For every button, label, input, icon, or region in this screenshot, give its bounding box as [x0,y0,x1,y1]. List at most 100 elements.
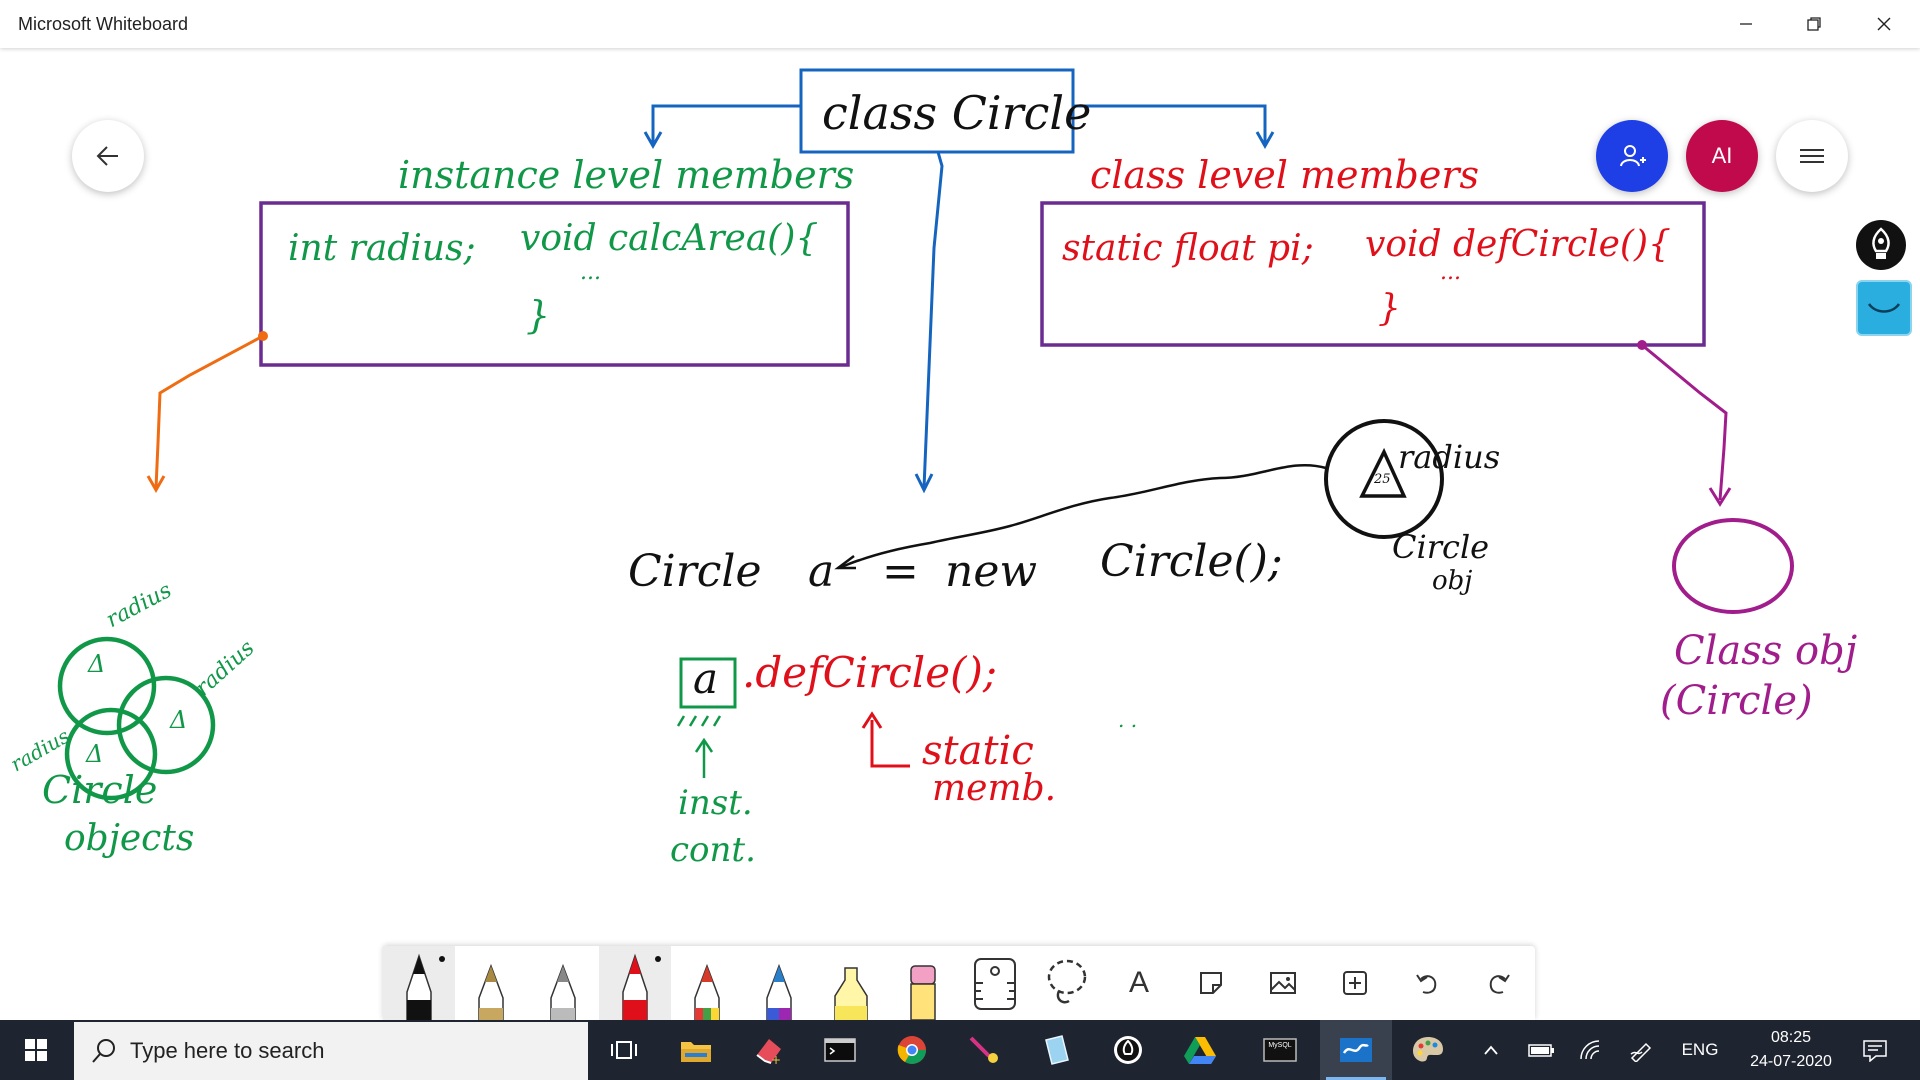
taskbar-search[interactable]: Type here to search [74,1022,588,1080]
plus-icon [1343,971,1367,995]
class-title-box [799,68,1075,154]
eraser-app-icon: + [756,1039,781,1065]
restore-icon [1807,17,1821,31]
notes-app[interactable] [1020,1020,1092,1080]
task-view-icon [611,1041,637,1059]
inst-note-2: cont. [670,830,756,870]
silver-pen-icon [550,963,576,1020]
notepad-icon [1045,1035,1069,1065]
galaxy-pen-tool[interactable] [743,946,815,1020]
paint-app[interactable] [1392,1020,1464,1080]
call-var: a [693,654,719,703]
task-view-button[interactable] [588,1020,660,1080]
class-title-text: class Circle [822,86,1092,140]
minimize-icon [1740,23,1752,25]
class-dots: ... [1440,260,1461,285]
wifi-icon [1580,1040,1600,1060]
whiteboard-app[interactable] [1320,1020,1392,1080]
black-pen-icon [406,953,432,1020]
highlighter-tool[interactable] [815,946,887,1020]
class-heading: class level members [1090,153,1480,197]
back-button[interactable] [72,120,144,192]
ink-beautify-badge[interactable] [1856,280,1912,336]
inking-toolbar: A [383,946,1535,1020]
clock-time: 08:25 [1770,1029,1812,1046]
red-pen-tool[interactable] [599,946,671,1020]
stray-dots: . . [1118,708,1138,732]
lasso-tool[interactable] [1031,946,1103,1020]
close-icon [1877,17,1891,31]
hamburger-menu-icon [1800,149,1824,163]
language-indicator[interactable]: ENG [1681,1040,1719,1059]
whiteboard-canvas[interactable]: class Circle instance level members int … [0,48,1920,1020]
class-obj-2: (Circle) [1660,678,1813,724]
mysql-app[interactable]: MySQL [1244,1020,1316,1080]
pen-app[interactable] [948,1020,1020,1080]
terminal-icon [824,1038,856,1062]
sticky-note-icon [1200,972,1222,994]
inst-note-1: inst. [678,783,753,823]
pen-sparkle-icon [969,1036,998,1063]
search-icon [92,1039,115,1063]
image-tool[interactable] [1247,946,1319,1020]
start-button[interactable] [0,1020,72,1080]
undo-button[interactable] [1391,946,1463,1020]
action-center[interactable] [1850,1020,1900,1080]
sticky-note-tool[interactable] [1175,946,1247,1020]
ink-strokes [57,68,1794,801]
account-avatar[interactable]: AI [1686,120,1758,192]
file-explorer-app[interactable] [660,1020,732,1080]
gold-pen-icon [478,963,504,1020]
battery-status[interactable] [1524,1020,1558,1080]
pen-tip-app[interactable] [1092,1020,1164,1080]
circle-objects-2: objects [64,818,195,859]
pen-tip-badge[interactable] [1856,220,1906,270]
minimize-button[interactable] [1712,0,1780,48]
static-note-1: static [922,728,1034,774]
venn-delta-1: Δ [88,650,106,678]
window-title: Microsoft Whiteboard [18,14,189,34]
text-tool[interactable]: A [1103,946,1175,1020]
folder-icon [681,1042,711,1062]
clock-date: 24-07-2020 [1750,1053,1832,1070]
red-pen-icon [622,953,648,1020]
ruler-tool[interactable] [959,946,1031,1020]
terminal-app[interactable] [804,1020,876,1080]
add-tool[interactable] [1319,946,1391,1020]
show-hidden-icons[interactable] [1476,1020,1506,1080]
invite-button[interactable] [1596,120,1668,192]
clock[interactable]: 08:25 24-07-2020 [1736,1020,1846,1080]
silver-pen-tool[interactable] [527,946,599,1020]
redo-button[interactable] [1463,946,1535,1020]
title-bar: Microsoft Whiteboard [0,0,1920,48]
radius-label: radius [1398,438,1501,476]
rainbow-pen-icon [694,963,720,1020]
pen-workspace-icon [1630,1042,1652,1062]
eraser-tool[interactable] [887,946,959,1020]
chevron-up-icon [1484,1045,1498,1055]
menu-button[interactable] [1776,120,1848,192]
class-field: static float pi; [1062,228,1314,269]
instance-members-box [259,201,850,367]
instance-method: void calcArea(){ [520,218,819,259]
rainbow-pen-tool[interactable] [671,946,743,1020]
image-icon [1270,972,1296,994]
restore-button[interactable] [1780,0,1848,48]
google-drive-icon [1184,1037,1216,1064]
circle-obj-2: obj [1432,566,1473,596]
venn-circle-1 [57,636,157,736]
close-button[interactable] [1850,0,1918,48]
chrome-app[interactable] [876,1020,948,1080]
pen-workspace[interactable] [1624,1020,1658,1080]
ink-app[interactable]: + [732,1020,804,1080]
eraser-icon [910,965,936,1020]
gold-pen-tool[interactable] [455,946,527,1020]
black-pen-tool[interactable] [383,946,455,1020]
instance-dots: ... [580,260,601,285]
venn-delta-2: Δ [170,706,188,734]
google-drive-app[interactable] [1164,1020,1236,1080]
add-person-icon [1620,145,1646,167]
wifi-status[interactable] [1574,1020,1608,1080]
venn-circle-3 [64,707,158,801]
lasso-icon [1047,959,1087,1004]
